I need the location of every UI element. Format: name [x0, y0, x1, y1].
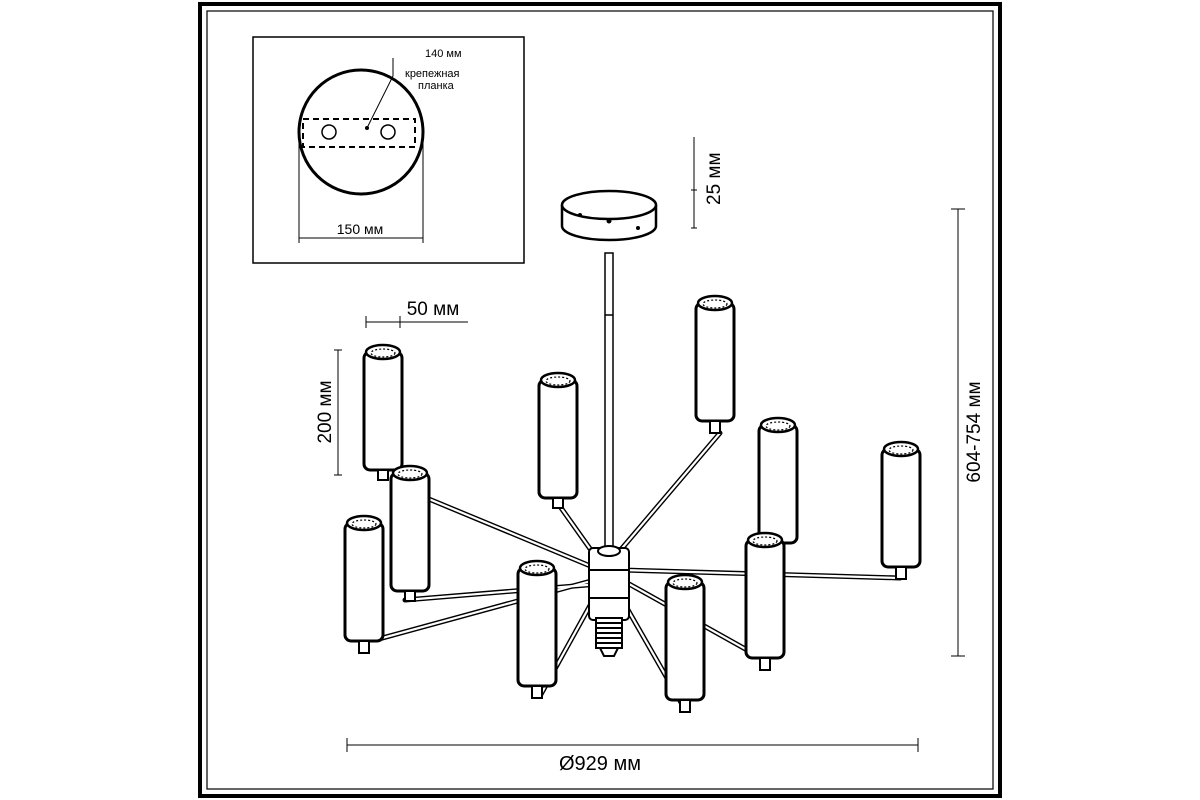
shade-center-back [537, 371, 579, 509]
shade-front-center-right [664, 573, 706, 713]
shade-diameter-label: 50 мм [407, 299, 460, 320]
arms-inner [373, 431, 902, 708]
shade-height-dimension [334, 349, 342, 476]
shade-far-right [880, 440, 922, 580]
total-height-label: 604-754 мм [964, 381, 985, 482]
plate-label-line1: крепежная [405, 68, 460, 80]
canopy-plate-circle [297, 68, 425, 196]
drawing-frame [198, 2, 1002, 798]
shade-right-mid [757, 416, 799, 545]
canopy-height-label: 25 мм [704, 152, 725, 205]
mounting-hole-right [380, 124, 396, 140]
shade-front-center-left [516, 559, 558, 699]
shade-right-front [744, 531, 786, 671]
suspension-rod [604, 252, 614, 554]
mounting-bar [302, 118, 416, 148]
shade-left-top [389, 464, 431, 602]
shade-height-label: 200 мм [315, 380, 336, 443]
canopy-inset: 140 мм крепежная планка 150 мм [252, 36, 525, 264]
mounting-hole-left [321, 124, 337, 140]
canopy-diameter-label: 150 мм [337, 221, 384, 237]
plate-label-line2: планка [418, 80, 455, 92]
canopy-height-dimension [691, 137, 697, 229]
shade-diameter-dimension [365, 316, 468, 328]
total-diameter-label: Ø929 мм [559, 753, 641, 775]
shade-front-left [362, 343, 404, 481]
total-diameter-dimension [346, 738, 919, 752]
central-hub [588, 545, 630, 657]
shade-far-left [343, 514, 385, 654]
ceiling-canopy [560, 189, 658, 242]
shade-back-right [694, 294, 736, 434]
plate-width-label: 140 мм [425, 48, 462, 60]
total-height-dimension [951, 208, 965, 657]
